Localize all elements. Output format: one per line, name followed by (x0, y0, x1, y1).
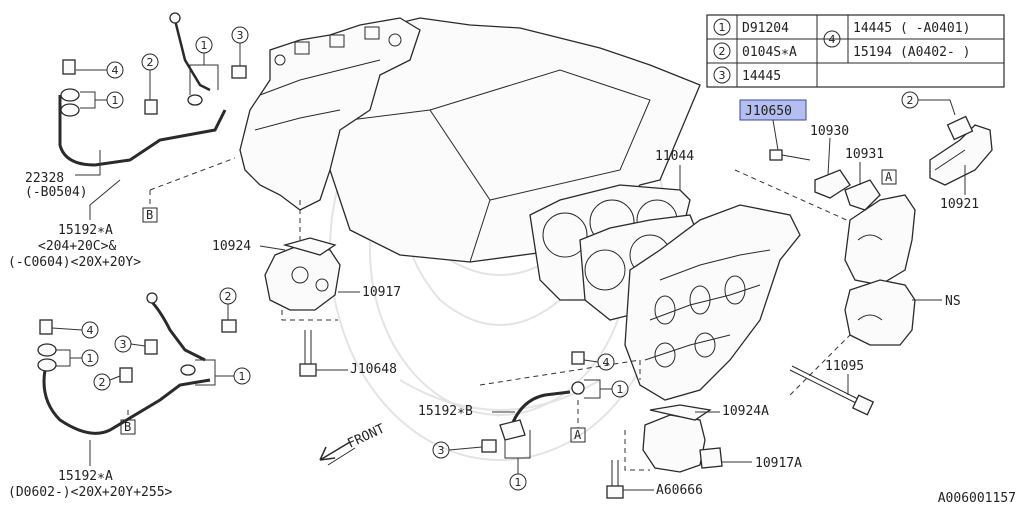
ref-box-b-bottom: B (120, 419, 136, 435)
label-22328-range: (-B0504) (25, 185, 88, 200)
label-10917a: 10917A (755, 456, 802, 471)
label-10921: 10921 (940, 197, 979, 212)
ref-a-text: A (885, 170, 893, 184)
leader-15192a-top (89, 179, 121, 220)
ref-b-text: B (146, 208, 153, 222)
label-15192a-top-2: <204+20C>& (38, 239, 116, 254)
label-15192b: 15192∗B (418, 404, 473, 419)
callout-1: 1 (239, 370, 246, 383)
oil-pipe-15192b (479, 351, 641, 453)
oil-pipe-15192a-lower (37, 292, 237, 435)
leader-10930 (827, 137, 831, 176)
label-15192a-top-1: 15192∗A (58, 223, 113, 238)
label-ns: NS (945, 294, 961, 309)
label-15192a-bot-2: (D0602-)<20X+20Y+255> (8, 485, 173, 500)
cam-housing (844, 194, 916, 346)
legend-code-3: 14445 (742, 69, 781, 84)
callout-3: 3 (237, 29, 244, 42)
label-a60666: A60666 (656, 483, 703, 498)
callout-4: 4 (87, 324, 94, 337)
bolt-11095 (789, 365, 875, 416)
plate-10930 (814, 169, 851, 199)
callout-4: 4 (603, 356, 610, 369)
assembly-outline-left (149, 157, 236, 205)
label-15192a-bot-1: 15192∗A (58, 469, 113, 484)
label-10931: 10931 (845, 147, 884, 162)
legend-num-1: 1 (719, 21, 726, 34)
callout-1: 1 (515, 476, 522, 489)
solenoid-10917 (264, 200, 341, 321)
legend-code-2: 0104S∗A (742, 45, 797, 60)
cylinder-head-right (624, 204, 801, 401)
callout-1: 1 (87, 352, 94, 365)
label-11044: 11044 (655, 149, 694, 164)
legend-num-3: 3 (719, 69, 726, 82)
ref-b-text: B (124, 420, 131, 434)
bolt-j10650 (769, 149, 811, 161)
callout-2: 2 (99, 376, 106, 389)
leader-22328 (75, 150, 101, 176)
diagram-id: A006001157 (938, 491, 1016, 506)
legend-num-2: 2 (719, 45, 726, 58)
callout-4: 4 (112, 64, 119, 77)
label-22328: 22328 (25, 171, 64, 186)
label-10917: 10917 (362, 285, 401, 300)
callouts: 4 1 2 1 3 4 1 2 3 2 1 4 (51, 26, 956, 491)
leader-10924 (259, 245, 286, 251)
label-11095: 11095 (825, 359, 864, 374)
callout-2: 2 (225, 290, 232, 303)
label-15192a-top-3: (-C0604)<20X+20Y> (8, 255, 141, 270)
legend-item4-line1: 14445 ( -A0401) (853, 21, 970, 36)
callout-3: 3 (120, 338, 127, 351)
label-10924: 10924 (212, 239, 251, 254)
legend-num-4: 4 (829, 33, 836, 46)
ref-box-a-center: A (570, 400, 586, 443)
highlight-label-text: J10650 (745, 104, 792, 119)
bolt-j10648 (299, 330, 317, 377)
legend-table: 1 D91204 2 0104S∗A 3 14445 4 14445 ( -A0… (706, 14, 1005, 88)
solenoid-10917a (624, 404, 723, 473)
highlight-label-j10650[interactable]: J10650 (739, 99, 807, 121)
oil-pipe-22328 (58, 12, 247, 167)
front-label: FRONT (345, 421, 387, 451)
label-10924a: 10924A (722, 404, 769, 419)
ref-a-text: A (574, 428, 582, 442)
callout-2: 2 (907, 94, 914, 107)
legend-code-1: D91204 (742, 21, 789, 36)
front-arrow: FRONT (319, 421, 387, 466)
callout-1: 1 (112, 94, 119, 107)
leader-j10650 (772, 119, 779, 151)
label-10930: 10930 (810, 124, 849, 139)
cylinder-head-left (239, 17, 421, 211)
bolt-a60666 (606, 460, 624, 499)
oil-control-valve (929, 115, 993, 186)
callout-2: 2 (147, 56, 154, 69)
ref-box-a-right: A (881, 169, 897, 185)
callout-3: 3 (438, 444, 445, 457)
callout-1: 1 (617, 383, 624, 396)
ref-box-b-top: B (142, 207, 158, 223)
gasket-10931 (844, 179, 881, 211)
callout-1: 1 (201, 39, 208, 52)
legend-item4-line2: 15194 (A0402- ) (853, 45, 970, 60)
label-j10648: J10648 (350, 362, 397, 377)
